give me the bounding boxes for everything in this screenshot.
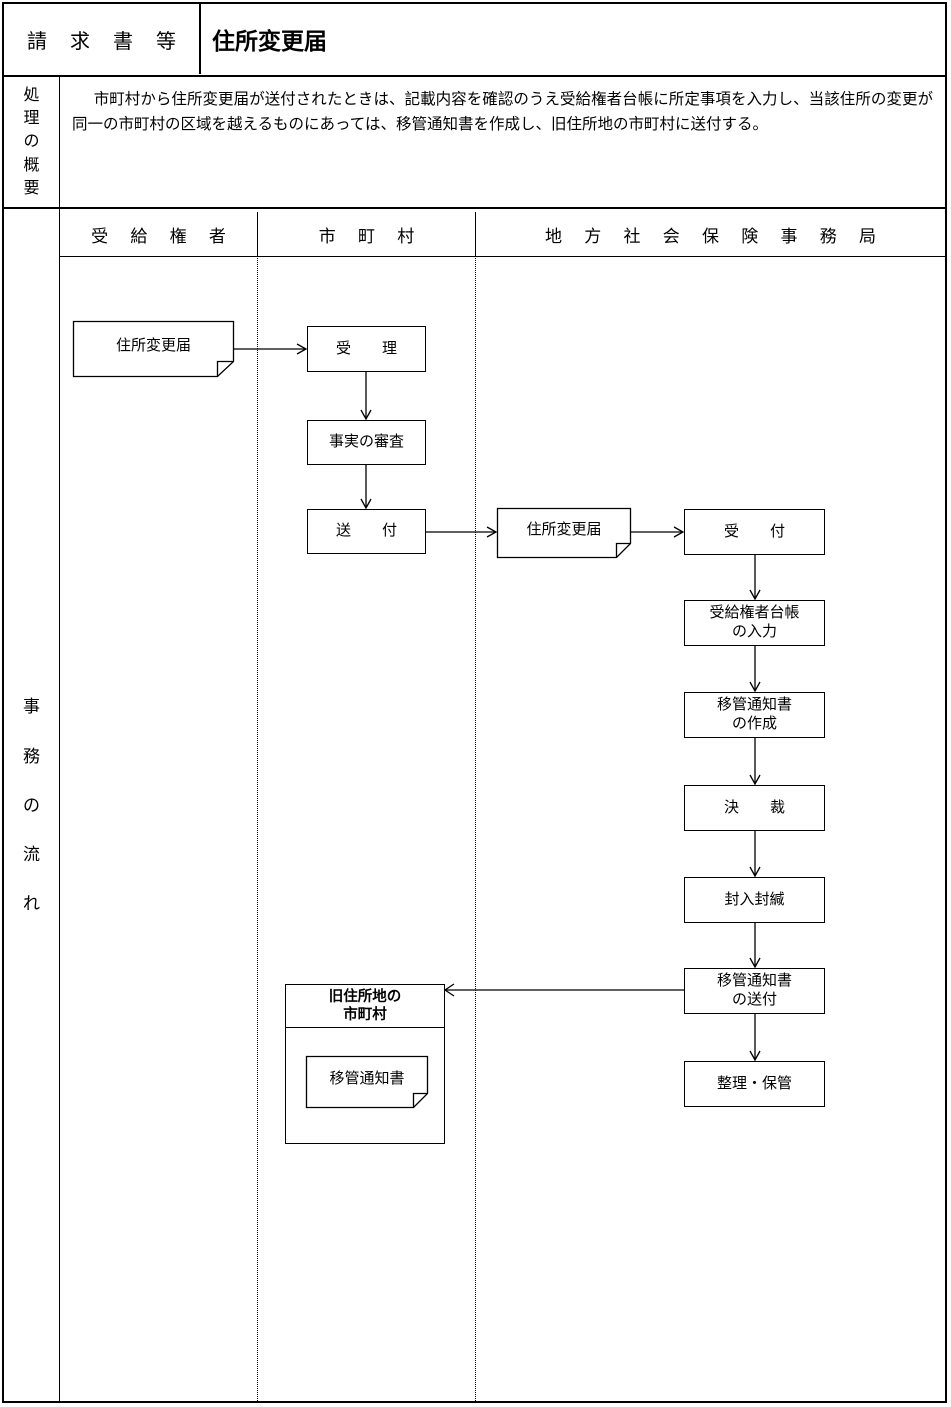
document-shape-icon (496, 507, 632, 559)
flow-row-label: 事 務 の 流 れ (4, 210, 59, 1401)
summary-label-char-3: 概 (23, 156, 40, 174)
lane-header-municipality: 市 町 村 (318, 226, 424, 246)
title-row-bottom-border (2, 75, 947, 77)
process-transfer-notice-send-line2: の送付 (731, 992, 777, 1008)
document-change-notice-sent-label: 住所変更届 (526, 521, 602, 538)
summary-label-char-2: の (23, 133, 40, 151)
summary-label-char-0: 処 (23, 87, 40, 105)
document-transfer-notice-received-label: 移管通知書 (329, 1070, 405, 1087)
summary-row-label: 処 理 の 概 要 (4, 79, 59, 205)
page-title: 住所変更届 (212, 29, 327, 55)
title-row-divider (199, 4, 201, 74)
document-change-notice-incoming-label: 住所変更届 (115, 337, 191, 354)
flow-label-char-1: 務 (23, 746, 40, 766)
category-label: 請 求 書 等 (27, 30, 185, 53)
lane-header-bottom-border (60, 256, 945, 257)
flow-label-char-3: 流 (23, 845, 40, 865)
process-filing-storage: 整理・保管 (684, 1061, 825, 1107)
process-accept: 受 理 (307, 326, 426, 372)
group-old-address-municipality: 旧住所地の 市町村 移管通知書 (285, 984, 445, 1144)
summary-text: 市町村から住所変更届が送付されたときは、記載内容を確認のうえ受給権者台帳に所定事… (72, 91, 933, 134)
process-transfer-notice-create-line2: の作成 (731, 716, 777, 732)
lane-separator-2-head (475, 212, 476, 256)
process-transfer-notice-send-line1: 移管通知書 (716, 973, 792, 990)
summary-label-divider (59, 77, 60, 207)
process-receive: 受 付 (684, 509, 825, 555)
process-fact-review: 事実の審査 (307, 420, 426, 465)
document-change-notice-sent: 住所変更届 (496, 507, 632, 559)
process-envelope-seal: 封入封緘 (684, 877, 825, 923)
flow-label-divider (59, 209, 60, 1401)
flow-label-char-2: の (23, 795, 40, 815)
lane-header-social-insurance-office: 地 方 社 会 保 険 事 務 局 (545, 226, 885, 246)
lane-separator-1-dotted (257, 258, 258, 1401)
process-transfer-notice-create-line1: 移管通知書 (716, 697, 792, 714)
group-old-address-line2: 市町村 (343, 1007, 387, 1023)
flow-label-char-4: れ (23, 894, 40, 914)
process-transfer-notice-create: 移管通知書 の作成 (684, 692, 825, 738)
process-register-entry-line1: 受給権者台帳 (709, 605, 800, 622)
process-register-entry-line2: の入力 (731, 624, 777, 640)
summary-label-char-4: 要 (23, 179, 40, 197)
document-change-notice-incoming: 住所変更届 (72, 320, 235, 378)
process-send: 送 付 (307, 509, 426, 554)
flow-label-char-0: 事 (23, 697, 40, 717)
process-approval: 決 裁 (684, 785, 825, 831)
lane-separator-1-head (257, 212, 258, 256)
process-register-entry: 受給権者台帳 の入力 (684, 600, 825, 646)
document-shape-icon (305, 1055, 429, 1109)
summary-label-char-1: 理 (23, 110, 40, 128)
group-old-address-municipality-header: 旧住所地の 市町村 (286, 985, 444, 1028)
lane-separator-2-dotted (475, 258, 476, 1401)
document-shape-icon (72, 320, 235, 378)
group-old-address-line1: 旧住所地の (328, 988, 402, 1005)
process-transfer-notice-send: 移管通知書 の送付 (684, 968, 825, 1014)
lane-header-recipient: 受 給 権 者 (91, 226, 235, 246)
document-transfer-notice-received: 移管通知書 (305, 1055, 429, 1109)
summary-row-bottom-border (2, 207, 947, 209)
